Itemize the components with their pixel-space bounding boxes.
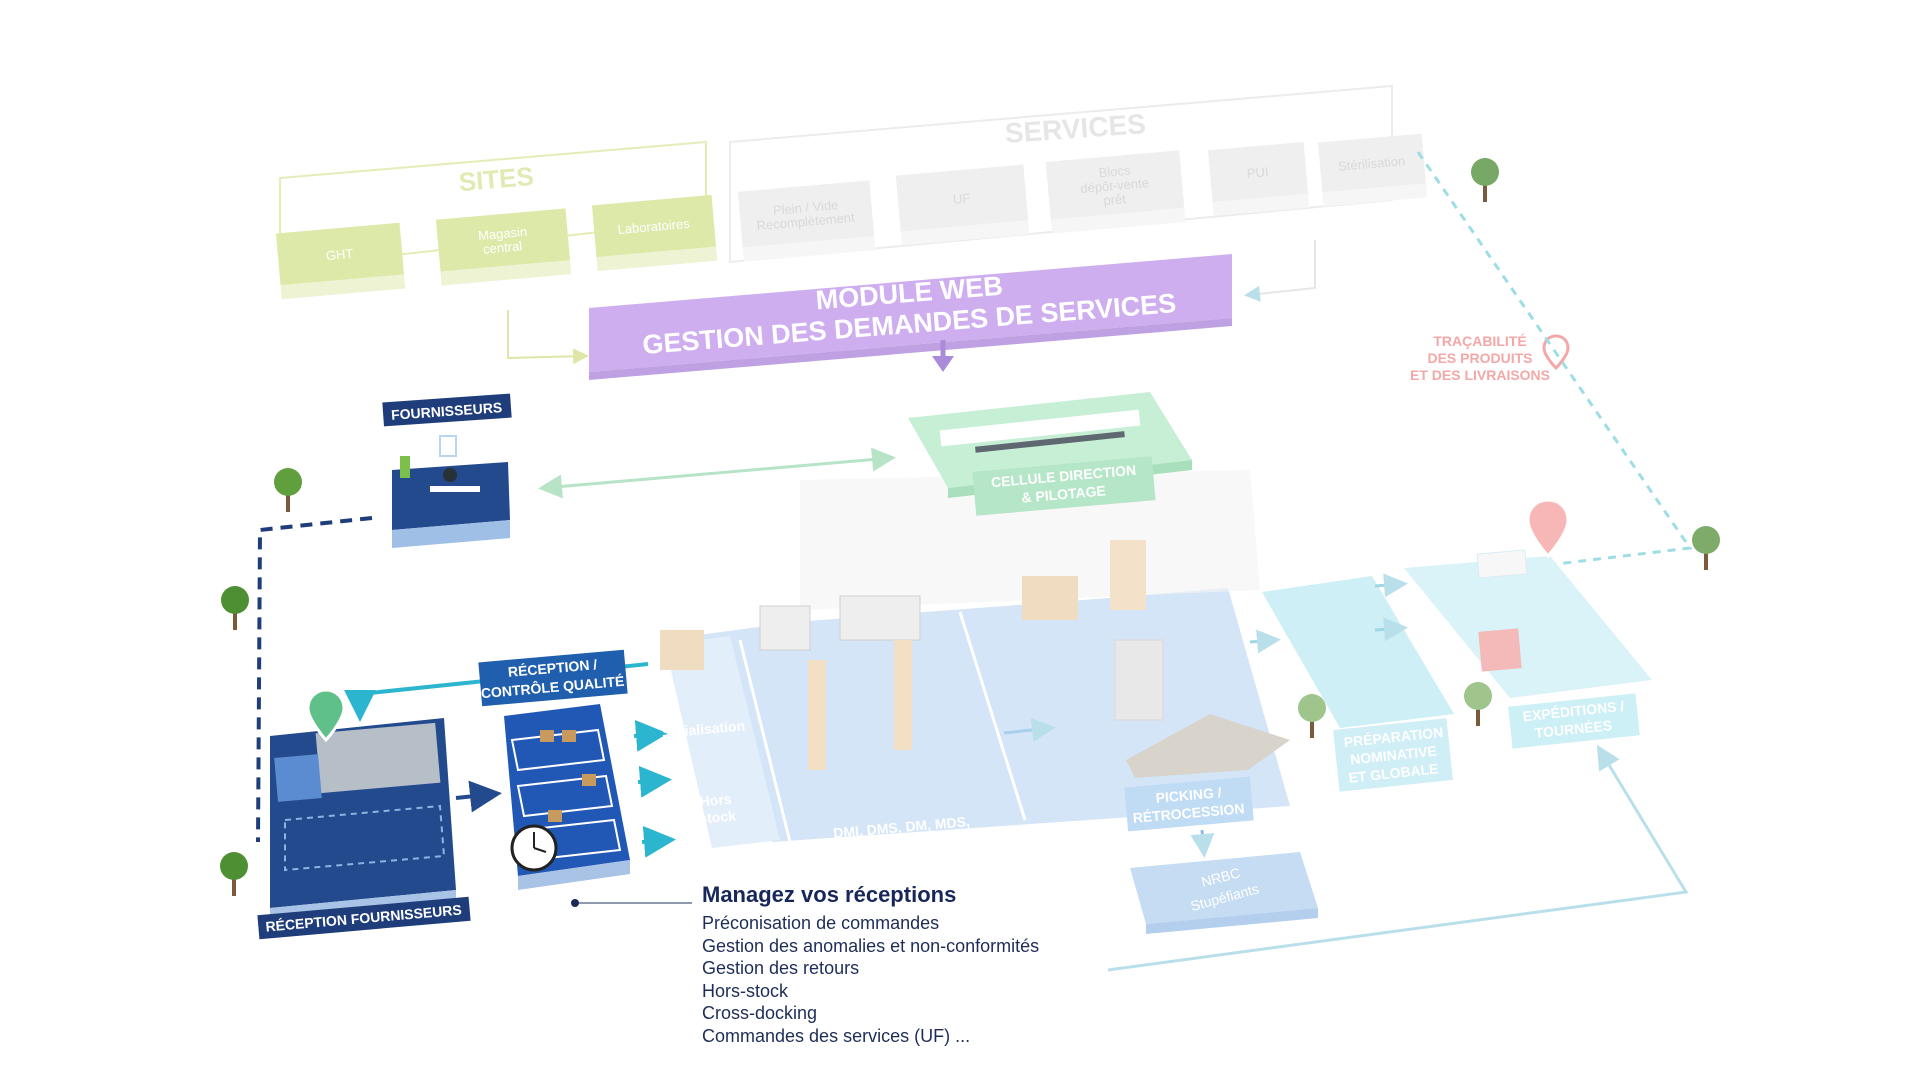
hors-stock-line2: stock <box>699 807 737 826</box>
tree-icon <box>220 852 248 896</box>
fournisseurs-cellule-arrow <box>538 447 896 499</box>
expeditions-zone <box>1107 498 1689 972</box>
fournisseurs-label: FOURNISSEURS <box>391 399 503 423</box>
sites-title: SITES <box>457 161 534 197</box>
picking-label-box <box>1124 776 1254 832</box>
site-tile-label: GHT <box>325 246 354 263</box>
tree-icon <box>1692 526 1720 570</box>
callout-title: Managez vos réceptions <box>702 882 957 907</box>
return-route-arrow <box>1107 744 1689 972</box>
cellule-label-box <box>972 456 1156 516</box>
services-to-module-connector <box>1244 240 1316 302</box>
tree-icon <box>274 468 302 512</box>
picking-line1: PICKING / <box>1155 784 1222 806</box>
conveyor-belt <box>1126 714 1290 778</box>
truck-trailer <box>315 722 441 794</box>
service-tile: UF <box>895 164 1030 246</box>
conveyor-machine <box>1114 639 1164 721</box>
tracabilite-line3: ET DES LIVRAISONS <box>1410 367 1550 383</box>
callout-item: Préconisation de commandes <box>702 913 940 933</box>
pallet-boxes <box>1022 576 1078 620</box>
site-tile-label: Laboratoires <box>617 216 691 237</box>
nrbc-zone <box>1130 852 1318 924</box>
site-tile-label: central <box>483 238 523 256</box>
service-tile-label: Blocs <box>1098 163 1131 181</box>
service-tile-label: PUI <box>1246 164 1269 181</box>
truck-location-pin-icon <box>306 688 346 743</box>
truck-to-control-arrow <box>455 780 502 813</box>
callout-item: Hors-stock <box>702 980 789 1001</box>
tracabilite-dashed-route <box>1416 151 1693 568</box>
tree-icon <box>1298 694 1326 738</box>
location-pin-icon <box>1542 334 1570 371</box>
service-tile-label: Stérilisation <box>1337 153 1405 174</box>
callout-item: Gestion des retours <box>702 958 860 978</box>
reception-fournisseurs-zone: RÉCEPTION FOURNISSEURS <box>257 662 649 940</box>
callout-item: Commandes des services (UF) ... <box>702 1025 971 1046</box>
reception-controle-line1: RÉCEPTION / <box>507 656 598 680</box>
tracabilite-group: TRAÇABILITÉ DES PRODUITS ET DES LIVRAISO… <box>1410 151 1693 568</box>
tree-icon <box>1464 682 1492 726</box>
supplier-desk <box>430 486 480 492</box>
reception-controle-zone: RÉCEPTION / CONTRÔLE QUALITÉ <box>478 649 676 890</box>
cellule-line2: & PILOTAGE <box>1021 482 1107 505</box>
callout-list: Préconisation de commandes Gestion des a… <box>702 912 1222 1047</box>
stairs-shelf <box>665 636 780 848</box>
tracabilite-line2: DES PRODUITS <box>1427 350 1532 366</box>
callout-item: Gestion des anomalies et non-conformités <box>702 935 1040 956</box>
calendar-icon <box>1478 628 1522 672</box>
cellule-direction-zone: CELLULE DIRECTION & PILOTAGE <box>538 392 1192 516</box>
delivery-location-pin-icon <box>1526 498 1570 559</box>
services-title: SERVICES <box>1004 108 1147 149</box>
delivery-van-icon <box>1476 549 1528 579</box>
parcel-icon <box>540 730 554 742</box>
packing-machine <box>759 605 811 651</box>
hors-stock-line1: Hors <box>699 791 732 810</box>
zone-labels: Sérialisation Hors stock DMI, DMS, DM, M… <box>661 693 1640 934</box>
tracabilite-line1: TRAÇABILITÉ <box>1433 333 1526 349</box>
warehouse-floor <box>660 470 1652 848</box>
truck-parking-dashed <box>284 804 446 872</box>
reception-fournisseurs-label-box <box>257 896 471 940</box>
site-tile: GHT <box>275 222 406 300</box>
callout-item: Cross-docking <box>702 1003 818 1023</box>
supplier-dashed-route <box>256 516 373 843</box>
reception-controle-label-box <box>478 649 628 707</box>
expeditions-label-box <box>1508 693 1640 749</box>
service-tile-label: dépôt-vente <box>1080 175 1150 196</box>
service-tile-label: Plein / Vide <box>772 197 839 218</box>
fournisseurs-group: FOURNISSEURS <box>256 393 512 843</box>
callout-pointer-dot <box>571 899 579 907</box>
fournisseurs-label-box <box>382 393 512 427</box>
truck-cabin <box>274 754 322 802</box>
office-desks <box>939 409 1141 447</box>
service-tile: Stérilisation <box>1318 133 1428 207</box>
serialisation-label: Sérialisation <box>661 717 745 740</box>
plant-icon <box>400 456 410 478</box>
service-tile: PUI <box>1207 141 1310 217</box>
tree-icon <box>221 586 249 630</box>
document-icon <box>439 435 457 457</box>
receptions-callout: Managez vos réceptions Préconisation de … <box>702 882 1222 1047</box>
module-web-banner: MODULE WEB GESTION DES DEMANDES DE SERVI… <box>589 254 1232 380</box>
sites-to-module-connector <box>507 310 589 365</box>
service-tile-label: UF <box>952 190 971 206</box>
preparation-label-box <box>1333 718 1453 792</box>
site-tile: Laboratoires <box>591 194 718 272</box>
site-tile-label: Magasin <box>477 224 527 243</box>
service-tile-label: prêt <box>1103 191 1127 208</box>
supplier-person-icon <box>443 468 457 482</box>
tree-icon <box>1471 158 1499 202</box>
